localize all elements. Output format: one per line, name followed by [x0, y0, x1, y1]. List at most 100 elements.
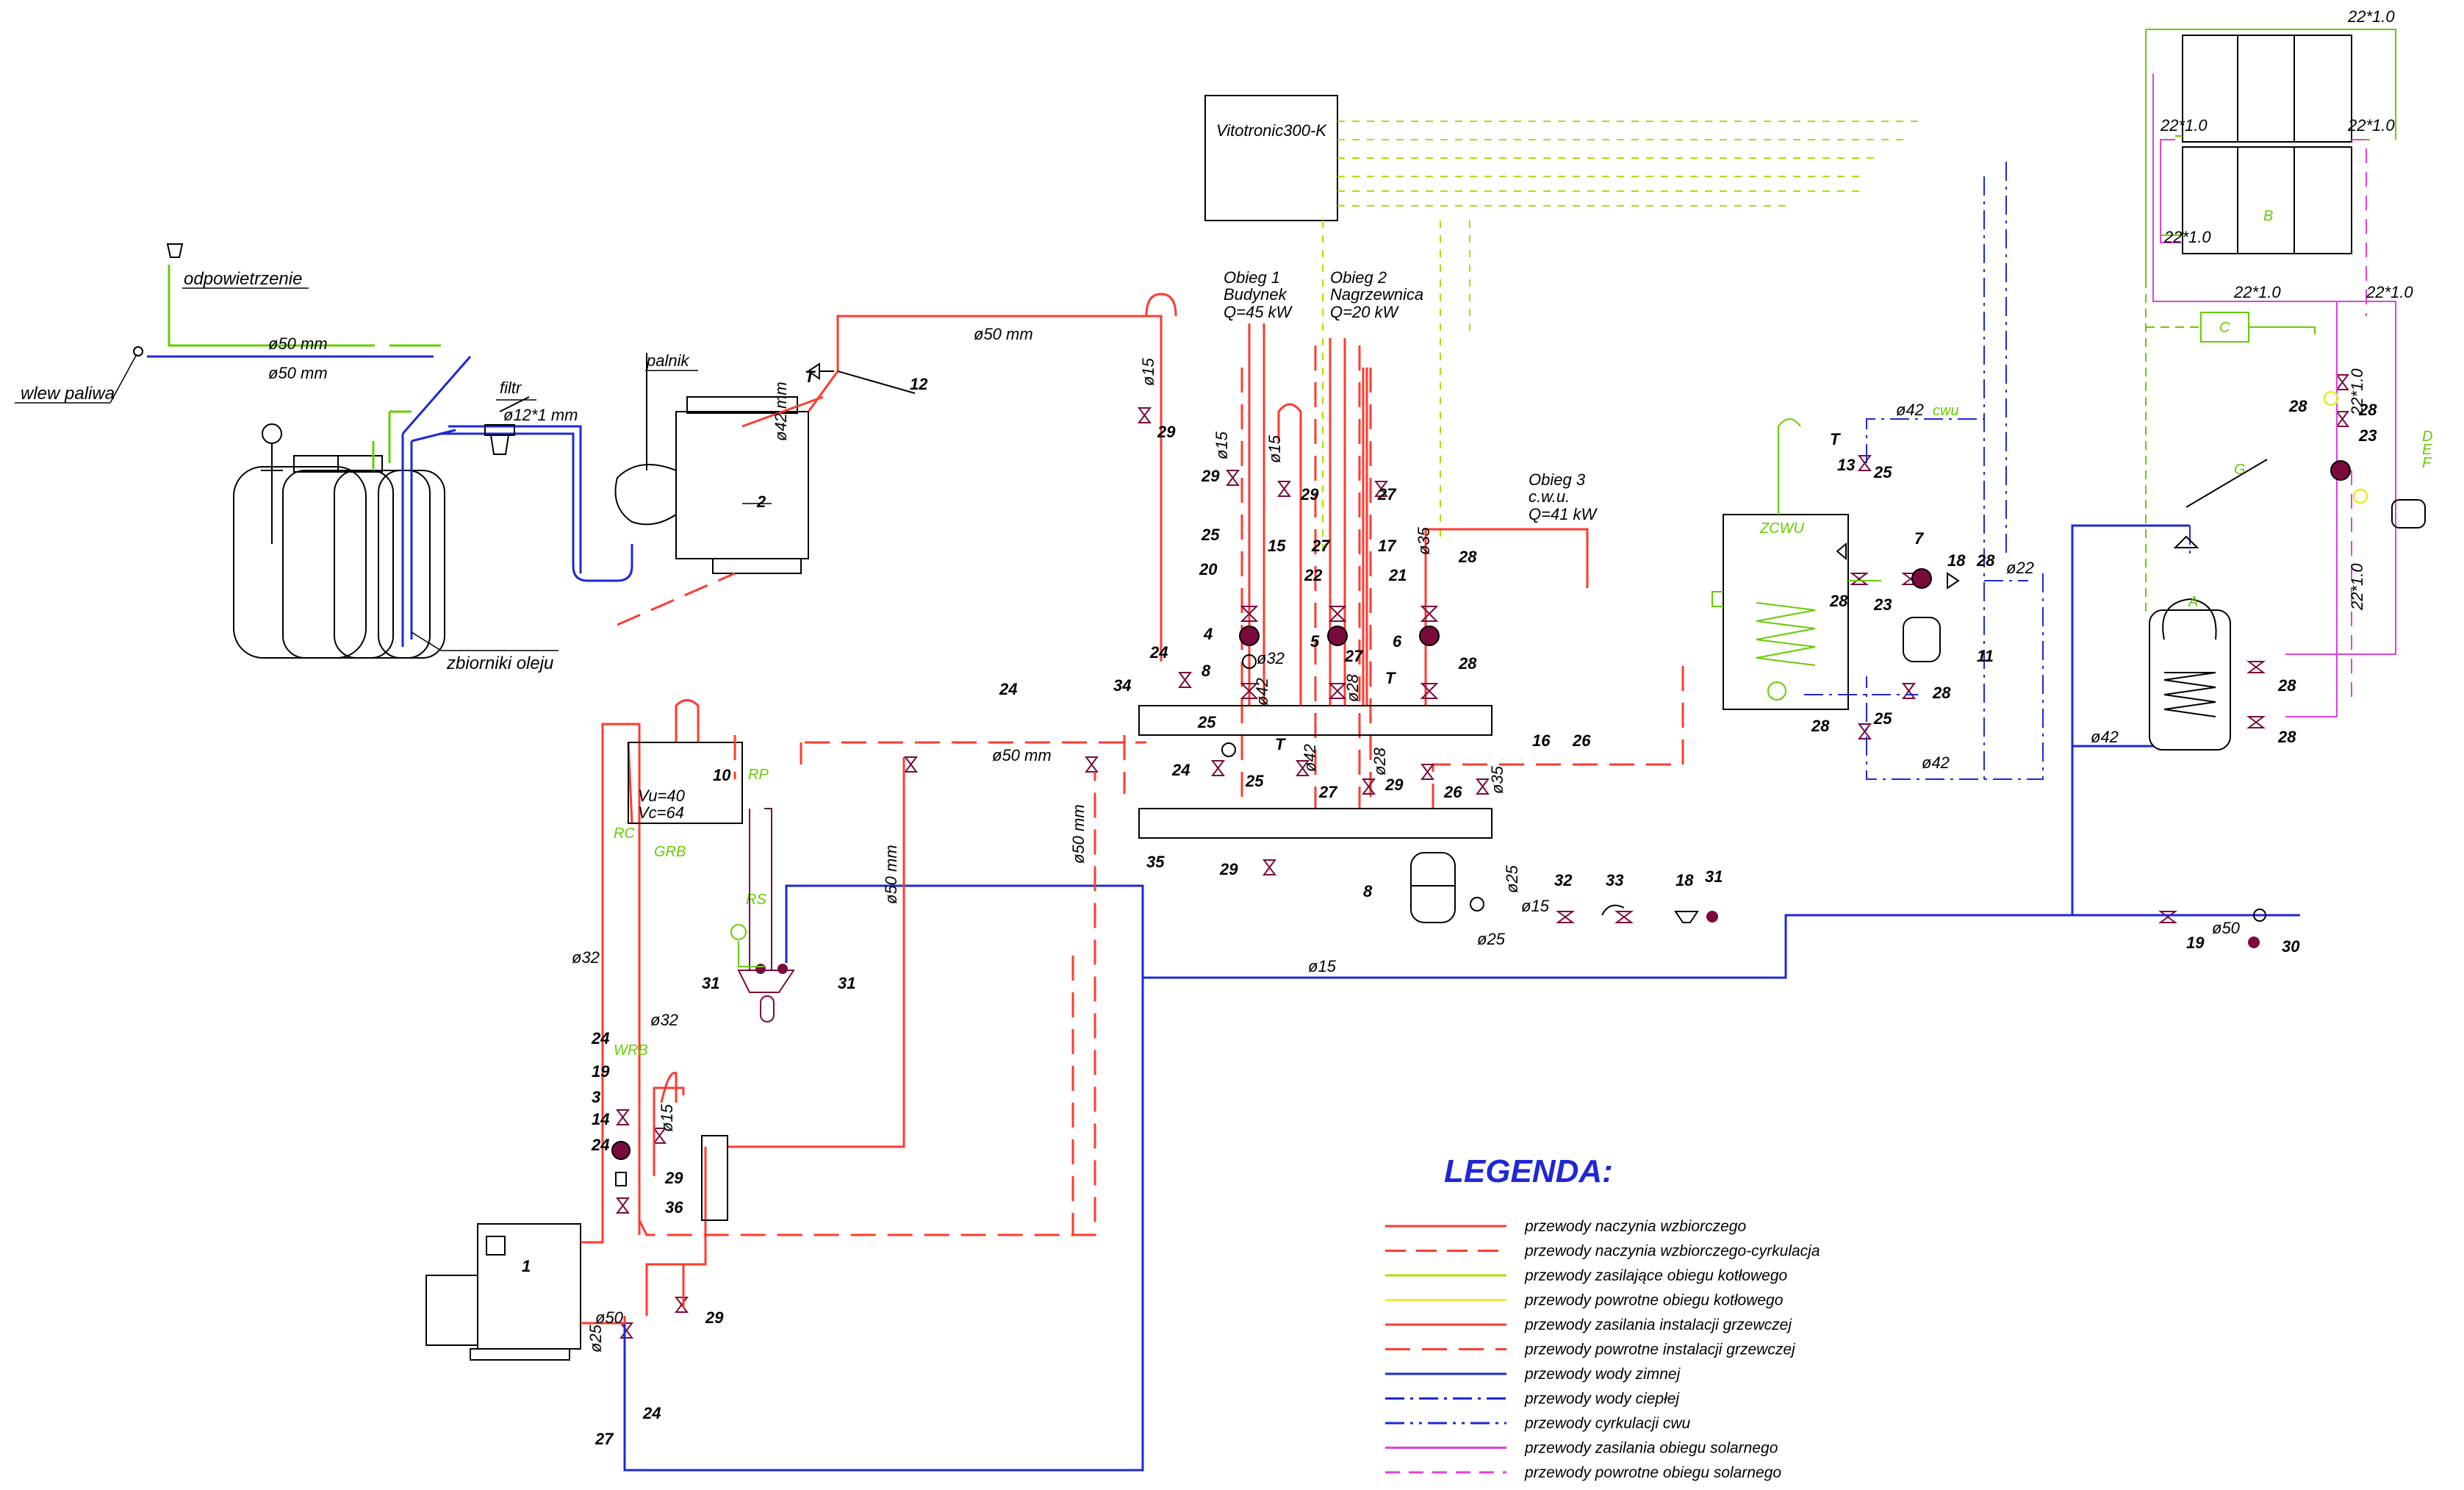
tanks-label: zbiorniki oleju [446, 653, 553, 673]
item-number: 29 [1300, 485, 1319, 504]
oil-tank-group [233, 423, 445, 659]
item-number: 12 [910, 375, 928, 393]
circuit-label: Q=20 kW [1330, 303, 1400, 321]
legend-item: przewody cyrkulacji cwu [1385, 1415, 1691, 1432]
pipe-size-label: ø42 [2091, 728, 2119, 746]
expansion-vessel [1903, 617, 1941, 662]
item-number: 28 [2358, 401, 2377, 419]
pipe-size-label: 22*1.0 [2347, 116, 2395, 135]
tag-label: C [2219, 320, 2230, 336]
item-number: 8 [1202, 662, 1211, 680]
item-number: 36 [665, 1198, 683, 1217]
cwu-tank [1723, 514, 1849, 710]
item-number: 32 [1554, 871, 1573, 889]
item-number: 24 [642, 1404, 661, 1422]
pipe-size-label: 22*1.0 [2347, 7, 2395, 26]
item-number: 21 [1388, 566, 1407, 584]
heat-exchanger [701, 1135, 728, 1221]
legend-item: przewody powrotne instalacji grzewczej [1385, 1342, 1796, 1358]
legend-item: przewody powrotne obiegu kotłowego [1385, 1292, 1784, 1309]
legend-item: przewody naczynia wzbiorczego [1385, 1218, 1746, 1235]
item-number: 27 [1318, 783, 1338, 801]
legend-item: przewody powrotne obiegu solarnego [1385, 1464, 1781, 1481]
legend-item-label: przewody zasilania instalacji grzewczej [1524, 1317, 1792, 1333]
pipe-size-label: 22*1.0 [2348, 563, 2366, 611]
item-number: 26 [1572, 731, 1591, 750]
expansion-vessel [2391, 499, 2426, 529]
item-number: 25 [1873, 709, 1892, 728]
vent-cap-icon [166, 243, 184, 258]
legend-item: przewody zasilania instalacji grzewczej [1385, 1317, 1792, 1333]
item-number: 24 [591, 1029, 609, 1047]
item-number: 24 [1171, 761, 1190, 779]
item-number: 28 [1829, 592, 1848, 610]
item-number: 13 [1837, 456, 1855, 474]
tag-label: A [2188, 594, 2198, 610]
pipe-size-label: ø15 [1265, 434, 1284, 463]
pipe-size-label: 22*1.0 [2233, 283, 2281, 301]
expansion-vessel [1410, 852, 1456, 923]
legend-item: przewody naczynia wzbiorczego-cyrkulacja [1385, 1243, 1820, 1260]
item-number: 31 [1705, 867, 1723, 886]
valve-icon [616, 374, 2349, 1339]
circuit-label: Obieg 3 [1529, 470, 1586, 489]
filter-label: filtr [500, 379, 522, 397]
item-number: 30 [2282, 937, 2300, 956]
item-number: 24 [1149, 643, 1168, 662]
legend-item-label: przewody cyrkulacji cwu [1524, 1415, 1691, 1432]
vessel-vc: Vc=64 [638, 803, 684, 822]
legend-title: LEGENDA: [1444, 1153, 1613, 1189]
controller-label: Vitotronic300-K [1216, 121, 1327, 140]
item-number: 27 [595, 1430, 614, 1448]
gauge-icon [1221, 654, 1484, 911]
legend-item-label: przewody powrotne obiegu solarnego [1524, 1464, 1781, 1481]
pipe-size-label: 22*1.0 [2163, 228, 2211, 246]
controller-box [1204, 95, 1338, 221]
tag-label: D [2422, 429, 2432, 445]
legend-item-label: przewody wody zimnej [1524, 1366, 1681, 1383]
legend-item: przewody wody zimnej [1385, 1366, 1681, 1383]
legend-item: przewody zasilania obiegu solarnego [1385, 1440, 1778, 1457]
pipe-size-label: 22*1.0 [2366, 283, 2413, 301]
tag-label: RS [746, 892, 766, 908]
item-number: 16 [1532, 731, 1551, 750]
item-number: 18 [1675, 871, 1694, 889]
pipe-size-label: ø15 [1308, 957, 1337, 975]
item-number: 29 [1157, 423, 1176, 441]
legend-item-label: przewody zasilające obiegu kotłowego [1524, 1267, 1788, 1284]
pipe-size-label: ø15 [1521, 897, 1550, 915]
solar-tank [2149, 598, 2231, 751]
item-number: 2 [756, 493, 766, 511]
item-number: 23 [2358, 426, 2377, 445]
boiler [425, 1223, 581, 1361]
item-number: 28 [1458, 548, 1477, 566]
item-number: 28 [1811, 717, 1830, 735]
pipe-size-label: ø15 [658, 1103, 676, 1132]
item-number: 6 [1393, 632, 1402, 651]
item-number: 27 [1344, 647, 1364, 665]
pipe-size-label: ø35 [1415, 526, 1433, 555]
circuit-label: Budynek [1224, 285, 1287, 304]
burner-boiler [614, 353, 809, 574]
item-number: 19 [2186, 934, 2205, 952]
tag-label: G [2234, 462, 2246, 478]
item-number: 28 [2288, 397, 2307, 415]
tag-label: T [1275, 735, 1286, 753]
pipe-size-label: cwu [1933, 403, 1959, 419]
tag-label: GRB [654, 844, 686, 860]
circuit-label: Obieg 2 [1330, 268, 1387, 287]
pipe-size-label: ø42 [1896, 401, 1924, 419]
legend-item-label: przewody zasilania obiegu solarnego [1524, 1440, 1778, 1457]
pipe-size-label: ø50 mm [1069, 804, 1088, 864]
item-number: 28 [1976, 551, 1995, 570]
item-number: 28 [2277, 676, 2296, 695]
item-number: 28 [1458, 654, 1477, 673]
tag-label: E [2422, 442, 2432, 458]
item-number: 29 [664, 1169, 683, 1187]
tag-label: WRB [614, 1042, 648, 1059]
pump-icon [1239, 626, 1440, 646]
item-number: 20 [1199, 560, 1218, 579]
item-number: 24 [591, 1136, 609, 1154]
pipe-size-label: ø22 [2006, 559, 2034, 577]
pipe-size-label: ø15 [1213, 431, 1231, 459]
